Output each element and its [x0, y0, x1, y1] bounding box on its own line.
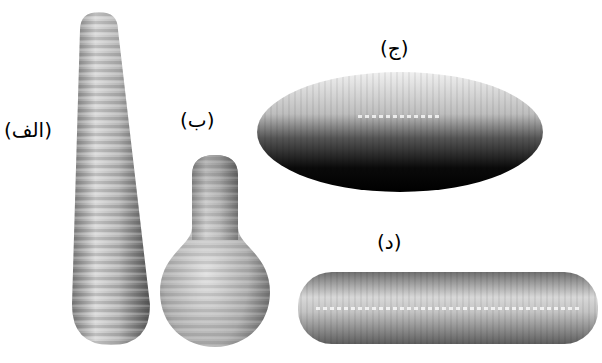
- shape-label: (ج): [380, 36, 409, 60]
- shape-label: (الف): [4, 118, 52, 142]
- shape-label: (د): [377, 230, 402, 254]
- shape-label: (ب): [180, 108, 214, 132]
